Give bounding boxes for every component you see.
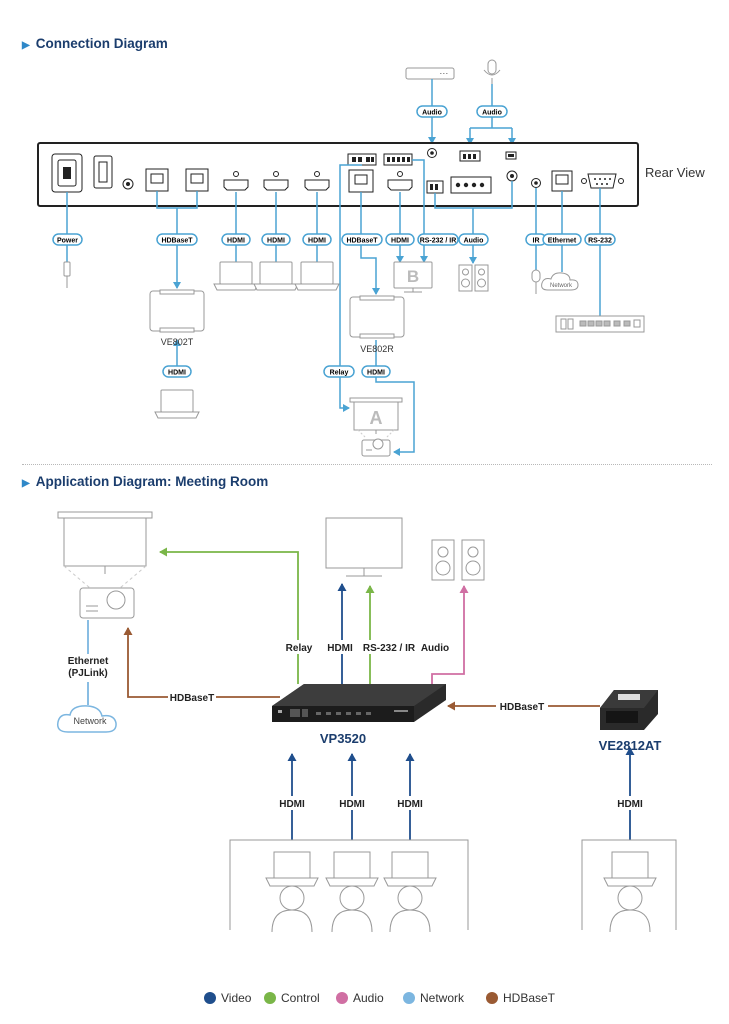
legend-dot-hdbaset: [486, 992, 498, 1004]
legend-dot-video: [204, 992, 216, 1004]
meeting-room-display: [325, 517, 403, 577]
speaker-icons: [458, 264, 489, 292]
legend-label-control: Control: [281, 991, 320, 1005]
pill-hdmi-out: HDMI: [391, 238, 409, 245]
pill-label: Audio: [482, 110, 502, 117]
ve802t-device: VE802T: [149, 289, 205, 347]
projection-screen: [57, 511, 153, 589]
meeting-room-speakers: [431, 539, 485, 581]
laptop-icons: [154, 261, 340, 419]
ve802r-device: VE802R: [349, 295, 405, 354]
connection-title-text: Connection Diagram: [35, 36, 168, 51]
pill-audio-out: Audio: [464, 238, 484, 245]
rear-view-label: Rear View: [645, 165, 705, 180]
pill-hdmi-ve802r: HDMI: [367, 370, 385, 377]
ve802r-label: VE802R: [360, 344, 394, 354]
vp3520-rear-panel: [37, 142, 639, 207]
microphone-icon: [483, 59, 501, 84]
app-label-hdbaset-right: HDBaseT: [500, 702, 544, 713]
pill-audio-top-left: Audio: [416, 105, 448, 118]
app-label-audio: Audio: [421, 643, 449, 654]
app-label-hdmi-in-1: HDMI: [279, 799, 305, 810]
network-label: Network: [73, 716, 107, 726]
ve802t-label: VE802T: [161, 337, 194, 347]
application-diagram-title: ▶ Application Diagram: Meeting Room: [22, 474, 268, 489]
pill-hdmi-3: HDMI: [308, 238, 326, 245]
presenter-table-group: [581, 839, 677, 933]
app-label-hdmi-out: HDMI: [327, 643, 353, 654]
legend-dot-network: [403, 992, 415, 1004]
vp3520-device: VP3520: [272, 684, 446, 746]
legend-dot-control: [264, 992, 276, 1004]
bullet-triangle-icon: ▶: [22, 478, 30, 489]
screen-a-label: A: [370, 408, 383, 428]
app-label-rs232-ir: RS-232 / IR: [363, 643, 416, 654]
screen-a-with-projector: A: [349, 397, 403, 457]
pill-hdmi-ve802t: HDMI: [168, 370, 186, 377]
display-b-label: B: [407, 267, 419, 286]
app-label-relay: Relay: [286, 643, 313, 654]
legend-label-network: Network: [420, 991, 465, 1005]
pill-relay: Relay: [330, 370, 349, 377]
application-line-labels: Relay HDMI RS-232 / IR Audio Ethernet (P…: [60, 640, 646, 810]
legend-label-audio: Audio: [353, 991, 384, 1005]
application-title-text: Application Diagram: Meeting Room: [35, 474, 269, 489]
power-plug-icon: [63, 261, 71, 288]
section-divider: [22, 464, 712, 465]
pill-rs232-ir: RS-232 / IR: [420, 238, 457, 245]
app-label-pjlink: (PJLink): [68, 668, 107, 679]
display-b: B: [393, 261, 433, 293]
pill-ethernet: Ethernet: [548, 238, 577, 245]
pill-power: Power: [57, 238, 78, 245]
pill-rs232: RS-232: [588, 238, 612, 245]
app-label-hdmi-in-2: HDMI: [339, 799, 365, 810]
legend-label-video: Video: [221, 991, 252, 1005]
legend: Video Control Audio Network HDBaseT: [204, 991, 556, 1005]
network-cloud: Network: [56, 705, 117, 733]
pill-label: Audio: [422, 110, 442, 117]
bullet-triangle-icon: ▶: [22, 40, 30, 51]
ir-emitter-icon: [531, 269, 541, 294]
rs232-control-device: [555, 315, 645, 333]
projector: [79, 587, 135, 619]
app-label-hdbaset-left: HDBaseT: [170, 693, 214, 704]
network-cloud-label: Network: [550, 283, 573, 289]
vp3520-label: VP3520: [320, 731, 366, 746]
app-label-hdmi-in-3: HDMI: [397, 799, 423, 810]
legend-dot-audio: [336, 992, 348, 1004]
connection-pills-row: Power HDBaseT HDMI HDMI HDMI HDBaseT HDM…: [52, 233, 616, 378]
pill-hdbaset-left: HDBaseT: [161, 238, 193, 245]
pill-hdbaset-right: HDBaseT: [346, 238, 378, 245]
pill-audio-top-right: Audio: [476, 105, 508, 118]
legend-label-hdbaset: HDBaseT: [503, 991, 556, 1005]
app-label-hdmi-in-4: HDMI: [617, 799, 643, 810]
connection-diagram-title: ▶ Connection Diagram: [22, 36, 168, 51]
ve2812at-label: VE2812AT: [599, 738, 662, 753]
pill-hdmi-1: HDMI: [227, 238, 245, 245]
audio-source-device: [405, 67, 455, 80]
network-cloud-small: Network: [541, 272, 579, 291]
pill-hdmi-2: HDMI: [267, 238, 285, 245]
ve2812at-device: VE2812AT: [599, 690, 662, 753]
meeting-table-group: [229, 839, 469, 933]
app-label-ethernet: Ethernet: [68, 656, 109, 667]
pill-ir: IR: [533, 238, 540, 245]
